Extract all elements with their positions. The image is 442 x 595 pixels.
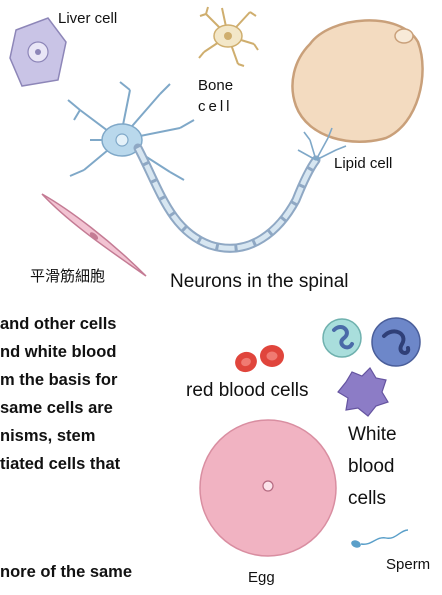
red-blood-cells-illustration xyxy=(232,342,292,376)
white-blood-cells-illustration xyxy=(312,312,442,422)
egg-label: Egg xyxy=(248,569,275,586)
white-blood-cells-label-line1: White xyxy=(348,424,397,446)
sperm-cell-illustration xyxy=(346,526,412,560)
liver-cell-label: Liver cell xyxy=(58,10,117,27)
smooth-muscle-cell-illustration xyxy=(40,190,150,280)
paragraph-line: m the basis for xyxy=(0,371,117,390)
smooth-muscle-cell-label: 平滑筋細胞 xyxy=(30,268,105,285)
bone-cell-illustration xyxy=(196,4,260,68)
white-blood-cells-label-line2: blood xyxy=(348,456,395,478)
egg-cell-illustration xyxy=(194,410,344,560)
cropped-paragraph: and other cells nd white blood m the bas… xyxy=(0,315,170,595)
white-blood-cells-label-line3: cells xyxy=(348,488,386,510)
sperm-label: Sperm xyxy=(386,556,430,573)
paragraph-line: tiated cells that xyxy=(0,455,120,474)
liver-cell-illustration xyxy=(8,18,68,88)
neurons-label: Neurons in the spinal xyxy=(170,271,349,293)
paragraph-line: same cells are xyxy=(0,399,113,418)
paragraph-line: and other cells xyxy=(0,315,116,334)
paragraph-line: nd white blood xyxy=(0,343,116,362)
paragraph-line: nisms, stem xyxy=(0,427,95,446)
paragraph-line: nore of the same xyxy=(0,563,132,582)
red-blood-cells-label: red blood cells xyxy=(186,380,309,402)
